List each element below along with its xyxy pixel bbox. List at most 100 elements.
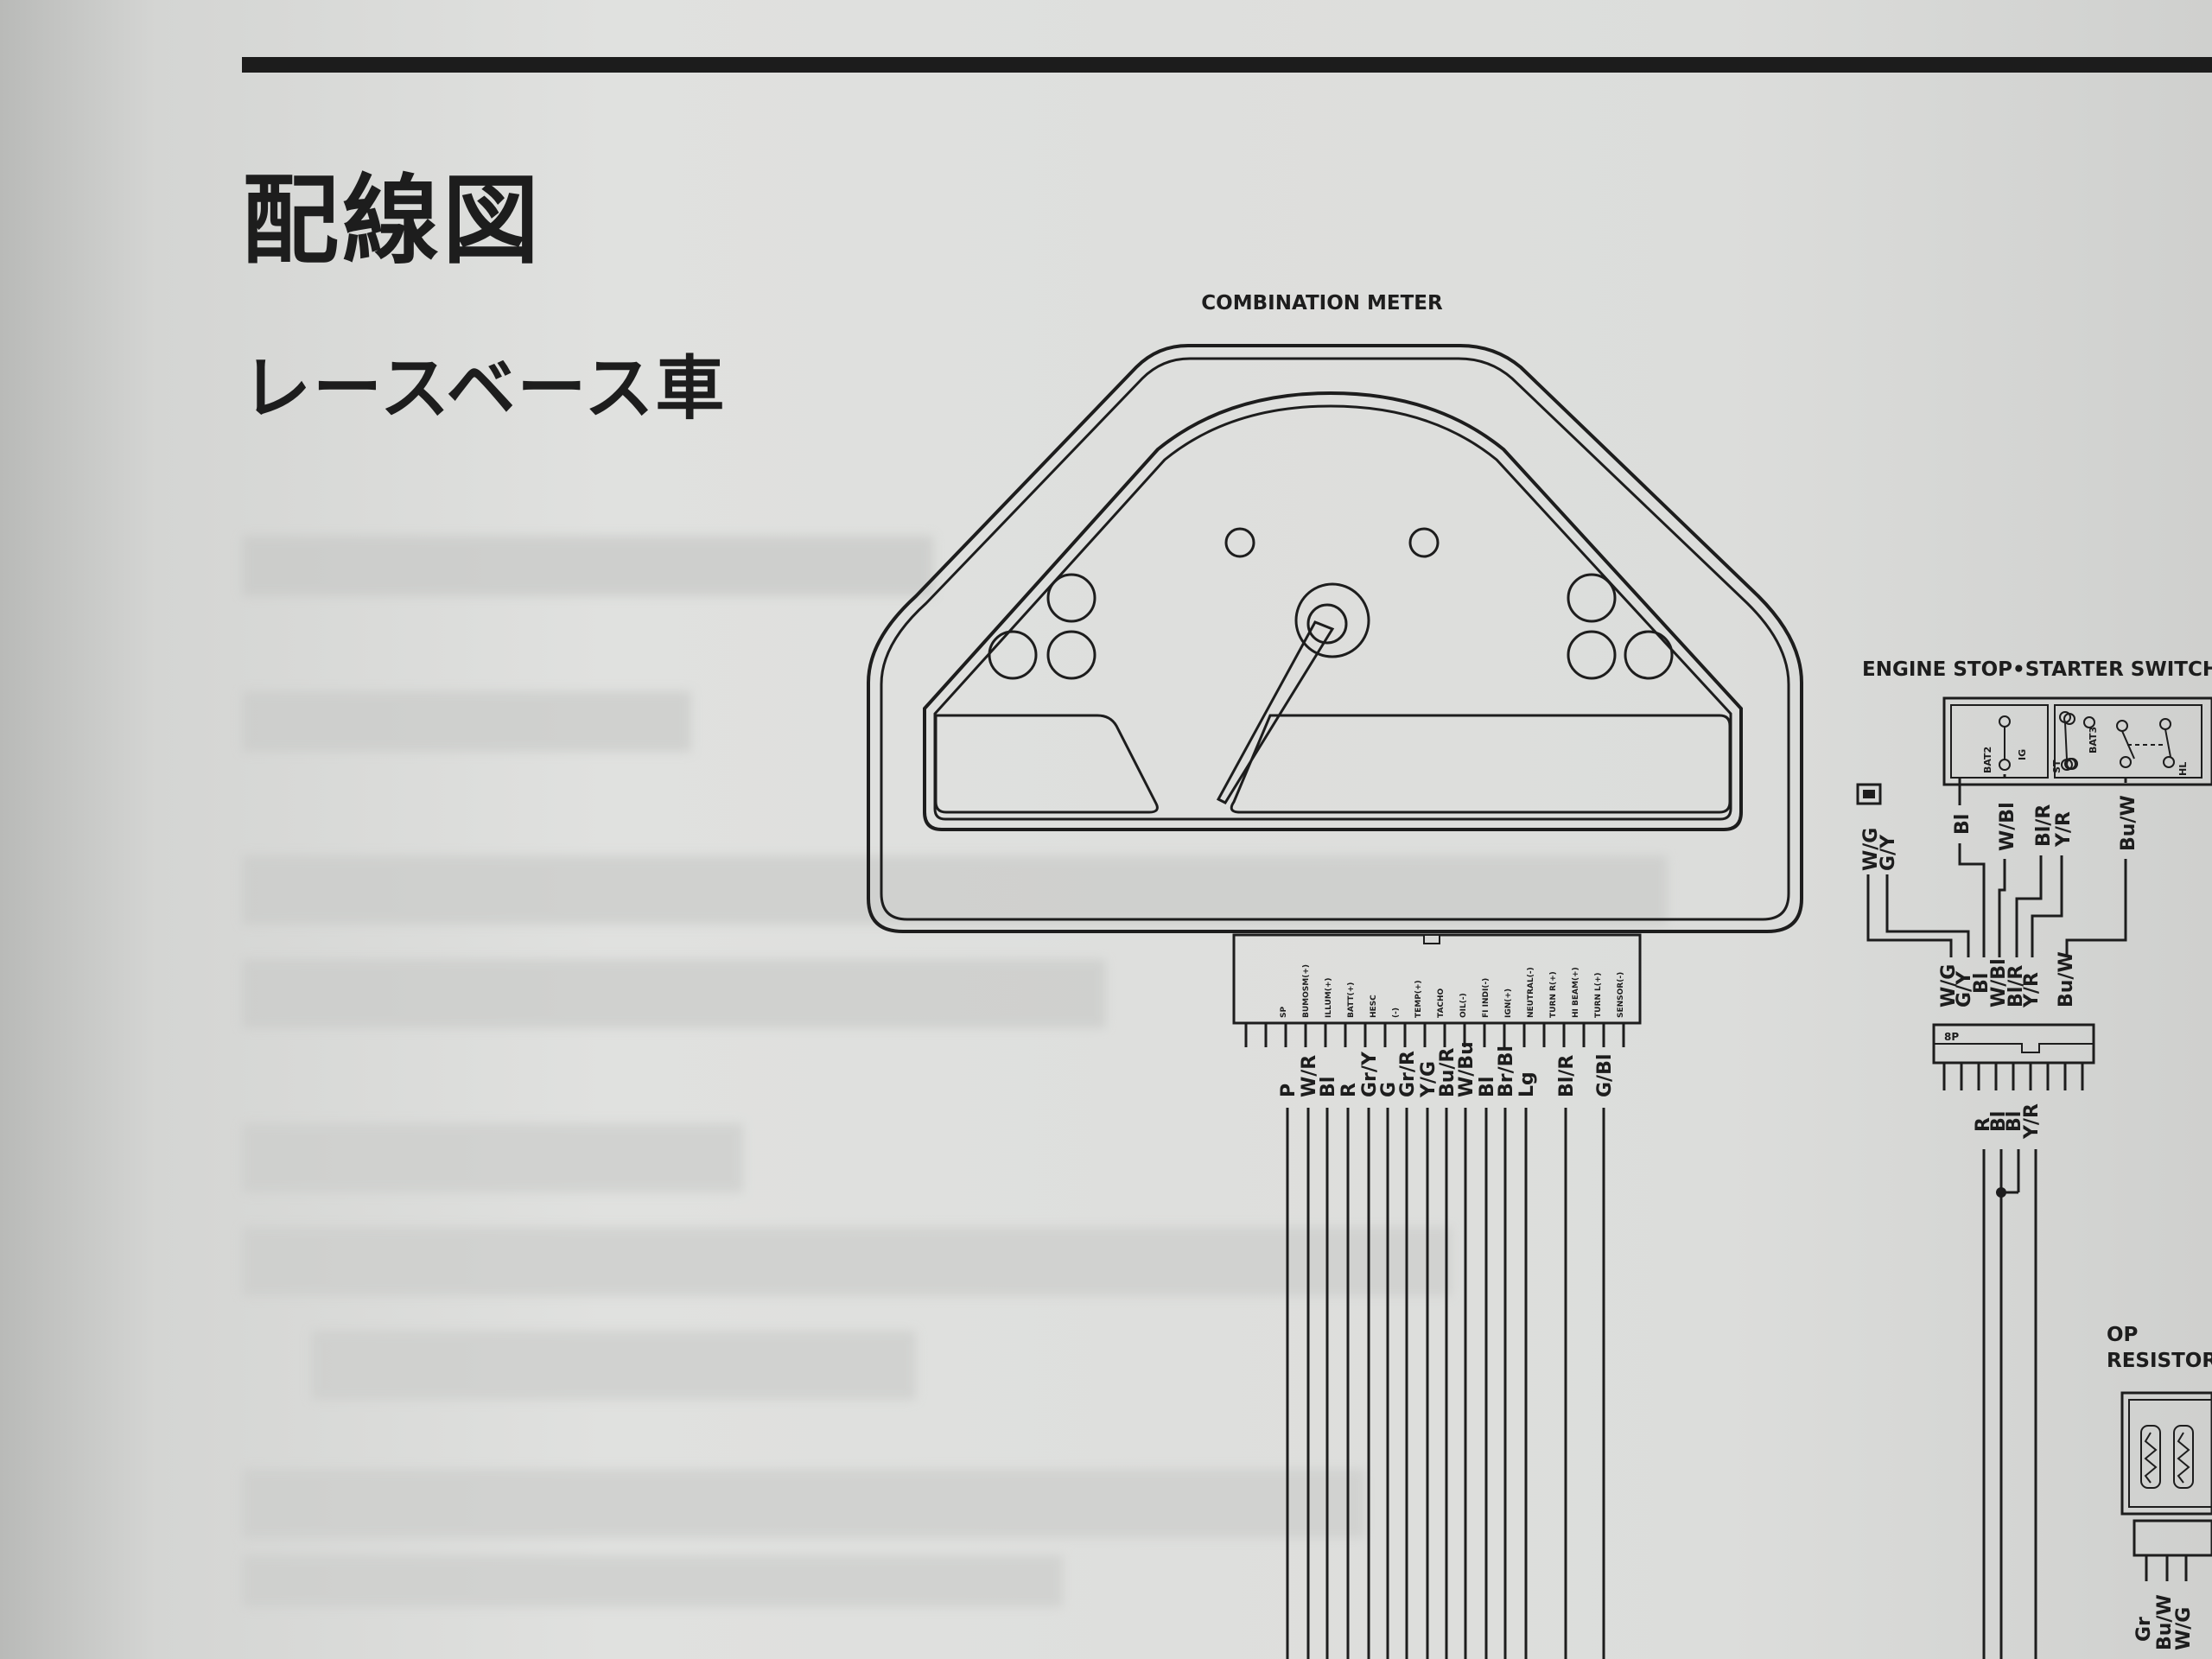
switch-contact: [1999, 715, 2011, 728]
switch-starter-section: [2054, 704, 2202, 779]
switch-connector-stubs: [1942, 1063, 2084, 1090]
engine-stop-starter-switch: ENGINE STOP•STARTER SWITCH BAT2 IG ST BA…: [1856, 658, 2212, 1659]
resistor-element: [2140, 1425, 2161, 1489]
switch-contact: [2066, 758, 2078, 770]
connector-pin-label: ILLUM(+): [1325, 977, 1333, 1018]
meter-wire-label: Br/Bl: [1496, 1046, 1517, 1097]
switch-contact: [2163, 756, 2175, 768]
switch-wire-label: Bu/W: [2056, 951, 2077, 1007]
connector-pin-stubs: [1244, 1023, 1625, 1047]
switch-wire-label: Bl: [1971, 973, 1993, 994]
resistor-zigzag: [2177, 1432, 2190, 1484]
meter-wire-label: Gr/Y: [1359, 1051, 1381, 1097]
switch-connector-divider: [1934, 1043, 2094, 1053]
switch-stop-section: [1950, 704, 2049, 779]
switch-body: [1942, 696, 2212, 786]
resistor-label-line1: OP: [2107, 1324, 2138, 1346]
meter-wire-label: Bu/R: [1437, 1048, 1459, 1097]
connector-pin-label: TURN R(+): [1549, 971, 1558, 1018]
connector-pin-label: SP: [1280, 1007, 1288, 1018]
lcd-panel-right: [1230, 714, 1732, 814]
switch-wire-label: Bl: [1988, 1111, 2010, 1132]
switch-contact: [2063, 713, 2075, 725]
switch-wire-label: W/G: [1938, 964, 1960, 1007]
connector-pin-label: FI INDI(-): [1482, 978, 1491, 1018]
needle-hub-inner: [1306, 603, 1348, 645]
header-rule: [242, 57, 2212, 73]
switch-wire-label: Y/R: [2053, 811, 2075, 848]
meter-window-outer: [923, 391, 1743, 831]
connector-pin-labels: SP BUMOSM(+) ILLUM(+) BATT(+) HESC (-) TEMP(+)…: [1280, 964, 1625, 1018]
indicator-lamp: [1046, 573, 1096, 623]
connector-pin-label: IGN(+): [1504, 988, 1513, 1018]
switch-wire: [1866, 874, 1953, 957]
switch-wire-label: Bl/R: [2005, 965, 2027, 1007]
connector-pin-label: TEMP(+): [1414, 980, 1423, 1018]
meter-wire-label: P: [1278, 1084, 1300, 1097]
meter-wire-label: W/R: [1299, 1055, 1320, 1097]
connector-pin-label: BUMOSM(+): [1302, 964, 1311, 1018]
connector-pin-label: HI BEAM(+): [1572, 967, 1580, 1018]
switch-label: ENGINE STOP•STARTER SWITCH: [1862, 658, 2212, 681]
connector-pin-label: (-): [1392, 1007, 1401, 1018]
resistor-connector: [2133, 1519, 2212, 1557]
meter-window-inner: [933, 404, 1732, 821]
connector-pin-label: OIL(-): [1459, 993, 1468, 1018]
resistor-label-line2: RESISTOR: [2107, 1350, 2212, 1372]
resistor-wire-label: Bu/W: [2154, 1594, 2176, 1650]
meter-wire-label: G/Bl: [1594, 1054, 1616, 1097]
meter-wire-label: W/Bu: [1456, 1041, 1478, 1097]
ground-symbol: [1856, 783, 1882, 805]
switch-wire: [1998, 859, 2006, 957]
switch-wire: [1885, 874, 1970, 957]
switch-wire-label: W/G: [1860, 828, 1882, 871]
switch-lever: [2064, 721, 2068, 760]
switch-wire-label: Bl/R: [2033, 804, 2055, 847]
connector-pin-label: TACHO: [1437, 988, 1446, 1018]
switch-connector-label: 8P: [1944, 1031, 1959, 1043]
meter-wire-label: Lg: [1516, 1071, 1538, 1097]
switch-terminal-label: BAT3: [2088, 727, 2099, 753]
indicator-lamp: [1567, 573, 1617, 623]
connector-pin-label: BATT(+): [1347, 982, 1356, 1018]
section-subtitle: レースベース車: [242, 348, 727, 429]
switch-contact: [2159, 718, 2171, 730]
meter-harness-wires: [1286, 1108, 1605, 1659]
op-resistor: OP RESISTOR Gr Bu/W W/G: [2107, 1324, 2212, 1650]
indicator-lamp: [1046, 630, 1096, 680]
needle-hub: [1294, 582, 1370, 658]
switch-wire: [1958, 843, 1986, 957]
switch-wire-label: R: [1973, 1117, 1994, 1132]
switch-wire: [2015, 855, 2043, 957]
connector-key: [1423, 934, 1440, 944]
switch-contact: [2083, 716, 2095, 728]
indicator-lamp: [988, 630, 1038, 680]
switch-wire-label: W/Bl: [1988, 958, 2010, 1007]
switch-wire: [2031, 855, 2063, 957]
connector-pin-label: NEUTRAL(-): [1527, 967, 1535, 1018]
meter-wire-label: Bl: [1318, 1077, 1339, 1097]
switch-wire-label: Y/R: [2021, 972, 2043, 1008]
resistor-wire-label: W/G: [2173, 1607, 2195, 1650]
resistor-body-inner: [2128, 1399, 2212, 1508]
indicator-lamp: [1624, 630, 1674, 680]
resistor-body: [2120, 1391, 2212, 1516]
switch-terminal-label: IG: [2017, 749, 2028, 760]
switch-lever: [2164, 728, 2171, 758]
resistor-element: [2173, 1425, 2194, 1489]
indicator-lamp: [1567, 630, 1617, 680]
bleed-through-text: [242, 484, 2143, 1607]
switch-wire-label: Y/R: [2021, 1103, 2043, 1140]
page-title: 配線図: [242, 165, 543, 277]
switch-wire-label: G/Y: [1954, 970, 1975, 1007]
meter-wire-label: Bl: [1477, 1077, 1498, 1097]
meter-label: COMBINATION METER: [1201, 292, 1443, 315]
switch-contact: [2116, 720, 2128, 732]
meter-wire-label: Bl/R: [1556, 1055, 1578, 1097]
connector-pin-label: HESC: [1370, 995, 1378, 1018]
switch-wire-label: Bu/W: [2118, 795, 2139, 851]
switch-terminal-label: ST: [2051, 760, 2063, 773]
meter-housing-outer: [867, 344, 1803, 933]
